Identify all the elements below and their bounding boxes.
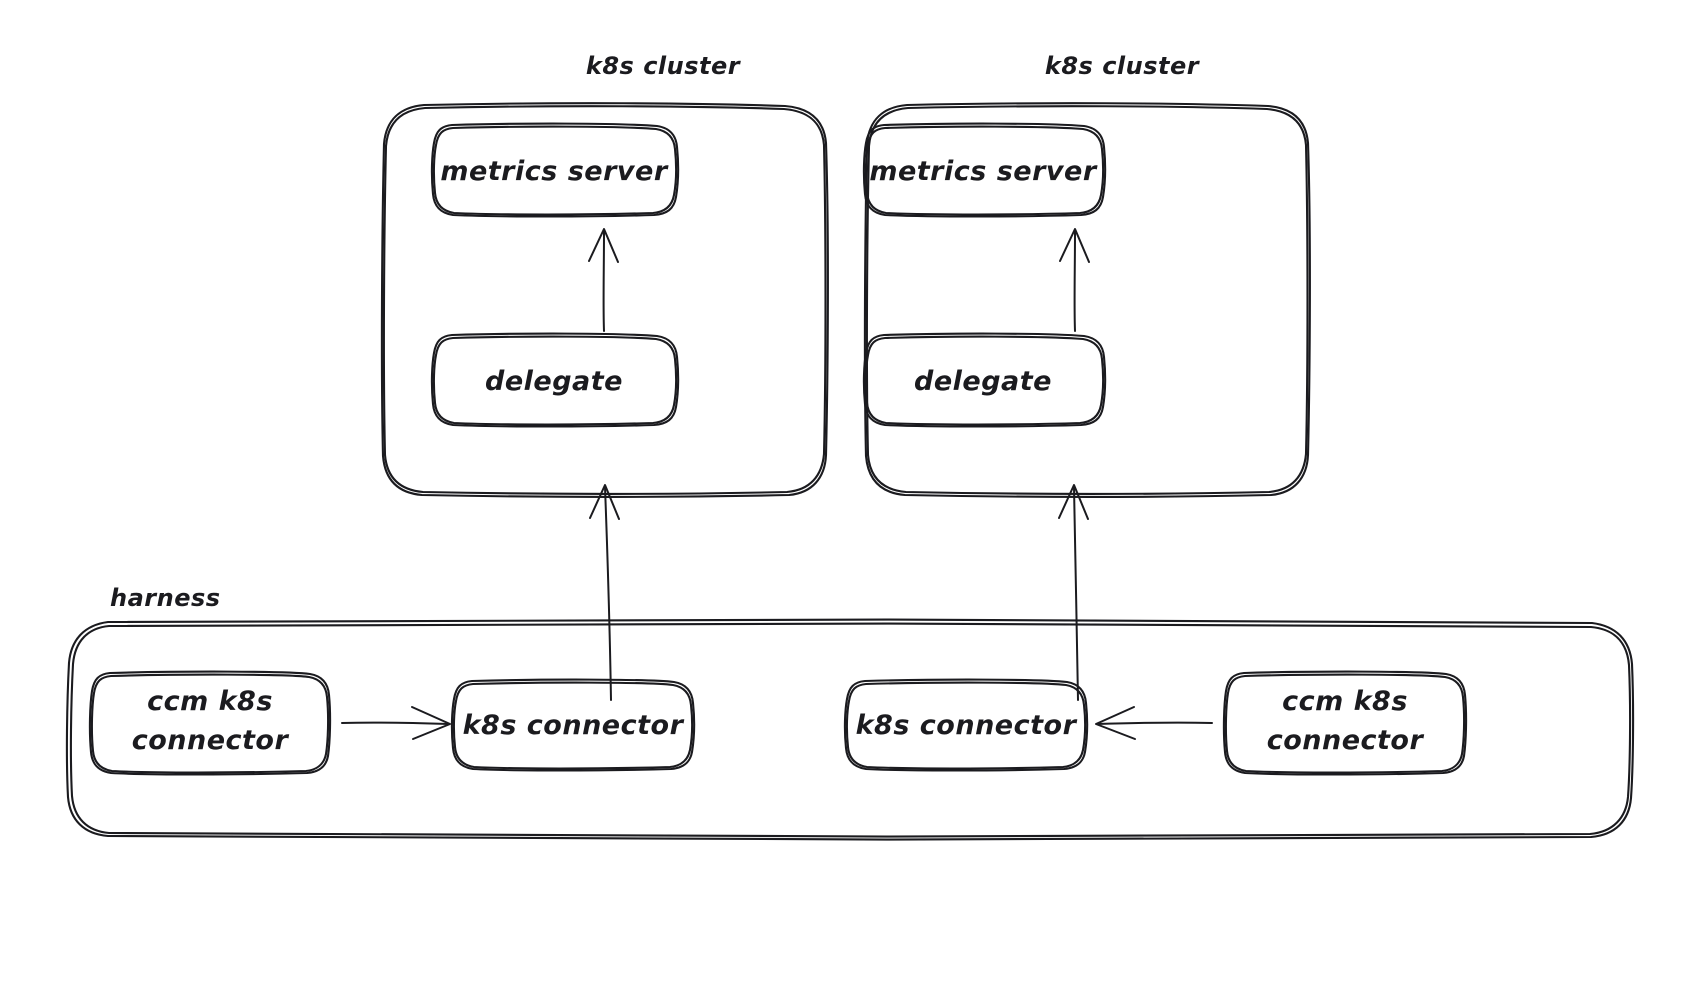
node-metrics-server-right[interactable]: metrics server	[862, 122, 1107, 218]
node-label-ccm-connector-right-line2: connector	[1267, 725, 1425, 756]
node-label-metrics-server-right: metrics server	[869, 156, 1098, 187]
group-cluster-left[interactable]: k8s cluster	[380, 52, 829, 498]
node-label-delegate-left: delegate	[485, 366, 623, 397]
node-label-metrics-server-left: metrics server	[440, 156, 669, 187]
node-label-k8s-connector-left: k8s connector	[463, 710, 685, 741]
node-label-ccm-connector-right-line1: ccm k8s	[1282, 686, 1408, 717]
edge-delegate-to-metrics-left	[588, 228, 619, 332]
edge-k8s-connector-to-delegate-right	[1058, 484, 1089, 701]
group-label-cluster-left: k8s cluster	[586, 52, 742, 80]
edge-ccm-to-k8s-connector-left	[341, 706, 451, 740]
edge-k8s-connector-to-delegate-left	[589, 484, 620, 701]
edge-delegate-to-metrics-right	[1059, 228, 1090, 332]
node-delegate-left[interactable]: delegate	[430, 332, 680, 428]
node-label-delegate-right: delegate	[914, 366, 1052, 397]
node-k8s-connector-right[interactable]: k8s connector	[843, 678, 1089, 772]
group-label-harness: harness	[110, 584, 221, 612]
node-ccm-connector-right[interactable]: ccm k8s connector	[1222, 670, 1468, 776]
group-cluster-right[interactable]: k8s cluster	[863, 52, 1311, 498]
node-label-k8s-connector-right: k8s connector	[856, 710, 1078, 741]
node-label-ccm-connector-left-line2: connector	[132, 725, 290, 756]
node-ccm-connector-left[interactable]: ccm k8s connector	[88, 670, 332, 776]
node-delegate-right[interactable]: delegate	[862, 332, 1107, 428]
group-label-cluster-right: k8s cluster	[1045, 52, 1201, 80]
group-harness[interactable]: harness	[65, 584, 1635, 841]
node-label-ccm-connector-left-line1: ccm k8s	[147, 686, 273, 717]
node-k8s-connector-left[interactable]: k8s connector	[450, 678, 696, 772]
node-metrics-server-left[interactable]: metrics server	[430, 122, 680, 218]
edge-ccm-to-k8s-connector-right	[1095, 706, 1213, 740]
